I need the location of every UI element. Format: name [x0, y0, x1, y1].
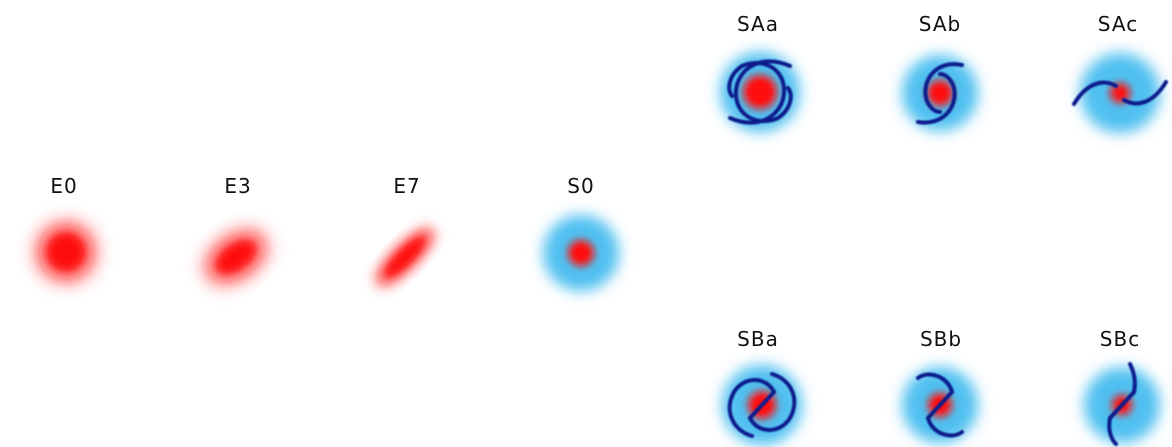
galaxy-e0: E0 [39, 174, 93, 279]
sba-bar [748, 390, 776, 420]
saa-arm-1 [733, 59, 793, 123]
sab-arm-1 [923, 62, 964, 114]
saa-bulge [743, 75, 777, 109]
galaxy-e7: E7 [377, 174, 433, 285]
galaxy-label-sbc: SBc [1100, 327, 1140, 351]
saa-arm-2 [727, 61, 787, 125]
sbc-bar [1108, 390, 1136, 420]
galaxy-saa: SAa [720, 12, 800, 132]
galaxy-label-e0: E0 [50, 174, 77, 198]
sbb-arm-1 [916, 372, 954, 394]
sac-bulge [1110, 83, 1130, 103]
sbc-arm-2 [1107, 416, 1118, 446]
sab-bulge [927, 80, 953, 106]
galaxy-sbb: SBb [902, 327, 978, 443]
s0-bulge [568, 240, 594, 266]
e3-core [218, 242, 254, 272]
e7-core [387, 239, 423, 275]
sbb-bar [926, 390, 954, 420]
galaxy-sab: SAb [902, 12, 978, 131]
sbb-arm-2 [926, 416, 964, 438]
galaxy-s0: S0 [543, 174, 619, 291]
sba-arm-2 [748, 372, 797, 432]
sba-arm-1 [727, 378, 776, 438]
galaxy-label-sbb: SBb [920, 327, 962, 351]
galaxy-label-sba: SBa [737, 327, 779, 351]
sab-arm-2 [916, 72, 957, 125]
galaxy-sba: SBa [722, 327, 802, 445]
sac-arm-1 [1072, 80, 1118, 106]
galaxy-sbc: SBc [1084, 327, 1160, 446]
e0-core [50, 236, 82, 268]
sbc-arm-1 [1128, 362, 1137, 394]
galaxy-e3: E3 [207, 174, 265, 282]
galaxy-label-sab: SAb [919, 12, 961, 36]
galaxy-sac: SAc [1072, 12, 1168, 133]
galaxy-label-saa: SAa [737, 12, 779, 36]
galaxy-label-e7: E7 [393, 174, 420, 198]
galaxy-label-s0: S0 [567, 174, 594, 198]
sac-arm-2 [1122, 80, 1168, 106]
galaxy-label-sac: SAc [1098, 12, 1138, 36]
galaxy-label-e3: E3 [224, 174, 251, 198]
